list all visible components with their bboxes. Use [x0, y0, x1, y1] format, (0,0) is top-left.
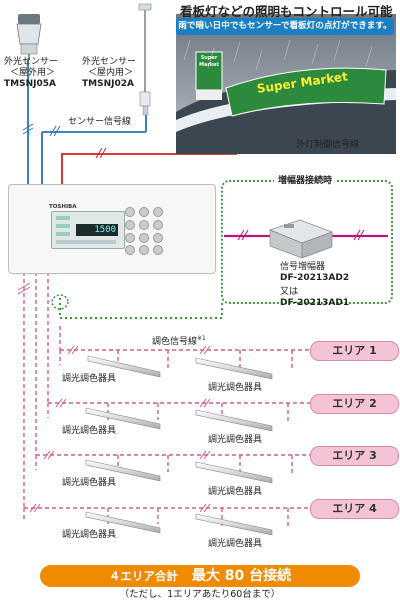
- fixture-a1-left: [87, 355, 161, 378]
- page-title: 看板灯などの照明もコントロール可能: [180, 4, 393, 19]
- amplifier-model-2: DF-20213AD1: [280, 298, 350, 308]
- amplifier-or: 又は: [280, 287, 299, 297]
- total-label: ４エリア合計: [108, 569, 178, 583]
- info-banner: 雨で暗い日中でもセンサーで看板灯の点灯ができます。: [176, 18, 394, 35]
- total-connection-banner: ４エリア合計最大 80 台接続: [40, 565, 360, 587]
- fixture-label: 調光調色器具: [62, 374, 117, 384]
- area-4-label: エリア 4: [310, 499, 399, 519]
- wire-count-marks: [17, 282, 211, 513]
- fixture-a2-right: [195, 409, 273, 432]
- controller-button[interactable]: [153, 233, 163, 243]
- controller-button[interactable]: [153, 220, 163, 230]
- amplifier-model-1: DF-20213AD2: [280, 273, 350, 283]
- fixture-a3-right: [195, 461, 273, 484]
- controller-panel: TOSHIBA 1500: [8, 184, 216, 274]
- sensor-indoor-name: 外光センサー: [82, 57, 137, 67]
- sensor-indoor-model: TMSNJ02A: [82, 79, 134, 89]
- controller-button[interactable]: [139, 245, 149, 255]
- area-3-label: エリア 3: [310, 446, 399, 466]
- controller-button[interactable]: [125, 233, 135, 243]
- controller-button[interactable]: [125, 220, 135, 230]
- amplifier-connection-dotted: [59, 298, 223, 319]
- amplifier-box-title: 増幅器接続時: [274, 176, 337, 187]
- fixture-a2-left: [85, 407, 161, 430]
- area-trunk-lines: [23, 272, 318, 526]
- controller-button[interactable]: [125, 245, 135, 255]
- store-photo: [176, 14, 396, 154]
- sensor-outdoor-name: 外光センサー: [4, 57, 59, 67]
- fixture-label: 調光調色器具: [208, 539, 263, 549]
- controller-button[interactable]: [139, 233, 149, 243]
- outdoor-sensor-icon: [16, 14, 42, 60]
- controller-button[interactable]: [153, 207, 163, 217]
- dimming-signal-label: 調色信号線※1: [152, 333, 206, 348]
- fixture-a1-right: [195, 357, 273, 380]
- controller-buttons: [125, 207, 163, 255]
- sensor-outdoor-label: 外光センサー ＜屋外用＞ TMSNJ05A: [4, 57, 58, 90]
- fixture-a4-left: [85, 511, 161, 534]
- footer-note: （ただし、1エリアあたり60台まで）: [119, 589, 281, 600]
- fixture-label: 調光調色器具: [208, 435, 263, 445]
- sensor-indoor-label: 外光センサー ＜屋内用＞ TMSNJ02A: [82, 57, 136, 90]
- area-2-label: エリア 2: [310, 394, 399, 414]
- fixture-label: 調光調色器具: [208, 383, 263, 393]
- sensor-signal-label: センサー信号線: [68, 117, 132, 127]
- controller-button[interactable]: [139, 207, 149, 217]
- exterior-light-signal-label: 外灯制御信号線: [296, 140, 360, 150]
- fixture-label: 調光調色器具: [208, 487, 263, 497]
- total-value: 最大 80 台接続: [191, 568, 292, 584]
- controller-button[interactable]: [139, 220, 149, 230]
- sensor-indoor-type: ＜屋内用＞: [88, 68, 134, 78]
- amplifier-labels: 信号増幅器 DF-20213AD2 又は DF-20213AD1: [280, 262, 349, 309]
- area-1-label: エリア 1: [310, 341, 399, 361]
- pylon-sign-text: Super Market: [199, 55, 219, 68]
- controller-button[interactable]: [125, 207, 135, 217]
- amplifier-label: 信号増幅器: [280, 262, 326, 272]
- controller-brand: TOSHIBA: [49, 204, 77, 210]
- fixtures: [85, 355, 273, 536]
- controller-display: 1500: [76, 224, 118, 236]
- fixture-a4-right: [195, 513, 273, 536]
- fixture-a3-left: [85, 459, 161, 482]
- amplifier-device-icon: [268, 219, 334, 259]
- indoor-sensor-icon: [138, 3, 152, 116]
- controller-button[interactable]: [153, 245, 163, 255]
- dimming-signal-note: ※1: [197, 335, 206, 342]
- fixture-label: 調光調色器具: [62, 426, 117, 436]
- dimming-signal-text: 調色信号線: [152, 337, 198, 347]
- fixture-label: 調光調色器具: [62, 530, 117, 540]
- sensor-outdoor-model: TMSNJ05A: [4, 79, 56, 89]
- fixture-label: 調光調色器具: [62, 478, 117, 488]
- sensor-outdoor-type: ＜屋外用＞: [10, 68, 56, 78]
- controller-screen: 1500: [51, 211, 125, 249]
